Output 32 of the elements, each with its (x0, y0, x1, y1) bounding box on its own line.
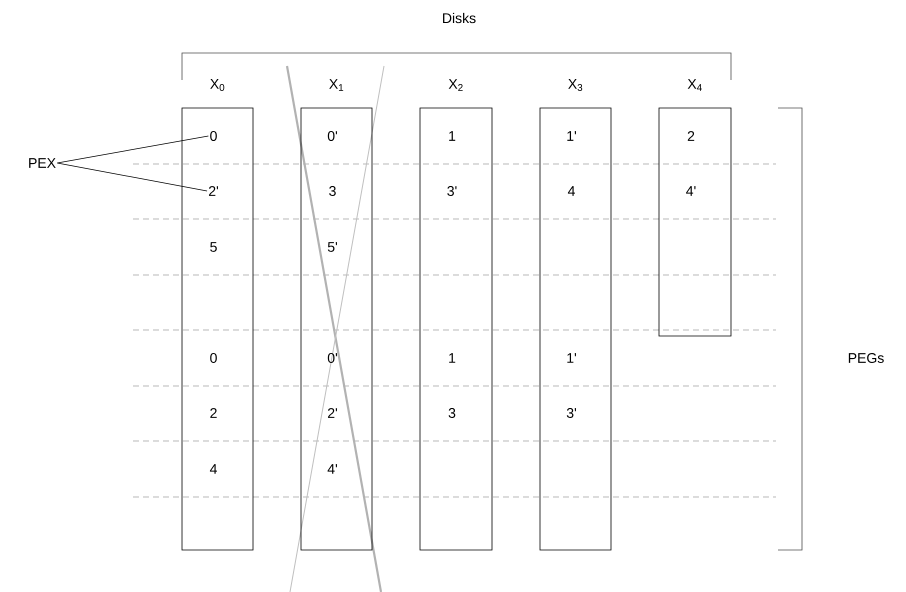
cell-number: 3 (448, 408, 456, 418)
cell-number: 1' (567, 131, 576, 141)
bracket-label: PEX (29, 158, 56, 168)
cell-number: 0' (328, 131, 338, 141)
cell-number: 0 (210, 131, 217, 141)
cell-number: 0' (328, 353, 338, 363)
node-label: X$_{1}$ (329, 79, 344, 91)
cell-number: 2' (328, 408, 338, 418)
cell-number: 3 (329, 186, 336, 196)
cell-number: 2 (210, 408, 217, 418)
cell-number: 1 (449, 353, 456, 363)
cell-number: 5 (210, 242, 217, 252)
cell-number: 1' (567, 353, 576, 363)
node-label: X$_{2}$ (448, 79, 463, 91)
leader-line (56, 136, 209, 164)
cell-number: 5' (328, 242, 338, 252)
bracket-label: Disks (443, 12, 476, 24)
cell-number: 2 (688, 131, 694, 141)
node-label: X$_{3}$ (568, 79, 582, 91)
node-label: X$_{4}$ (688, 79, 702, 91)
cell-number: 4' (686, 186, 696, 196)
cell-number: 0 (210, 353, 217, 363)
cell-number: 2' (208, 186, 218, 196)
cell-number: 3' (447, 186, 457, 196)
cell-number: 1 (449, 131, 456, 141)
cell-number: 4' (328, 464, 338, 474)
bracket-label: PEGs (848, 353, 884, 363)
node-label: X$_{0}$ (210, 79, 224, 91)
cell-number: 4 (210, 464, 217, 474)
cell-number: 4 (568, 186, 575, 196)
leader-line (56, 162, 208, 192)
cell-number: 3' (566, 408, 576, 418)
